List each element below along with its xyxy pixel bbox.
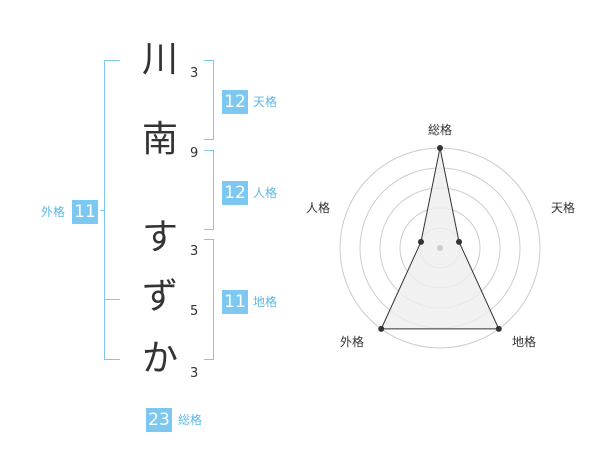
jinkaku-value-badge: 12 [222,181,248,205]
name-char-4: ず [141,276,178,317]
radar-axis-label-tenkaku: 天格 [551,200,575,215]
jinkaku-label: 人格 [253,186,278,200]
name-char-2: 南 [141,119,178,160]
gaikaku-value-badge: 11 [72,200,98,224]
chikaku-label: 地格 [253,295,278,309]
stroke-count-1: 3 [190,66,199,81]
stroke-count-3: 3 [190,244,199,259]
stroke-count-5: 3 [190,366,199,381]
radar-point-2 [495,325,502,332]
soukaku-value-badge: 23 [146,408,172,432]
radar-point-4 [417,238,424,245]
name-char-5: か [141,338,178,379]
radar-polygon [380,147,500,330]
soukaku-label: 総格 [178,413,203,427]
radar-center-dot [437,245,443,251]
radar-point-0 [437,145,443,151]
radar-axis-label-gaikaku: 外格 [340,334,364,349]
gaikaku-label: 外格 [41,205,66,219]
stroke-count-2: 9 [190,146,199,161]
radar-point-1 [456,238,463,245]
radar-axis-label-chikaku: 地格 [512,334,536,349]
name-char-3: す [141,217,178,258]
chikaku-value-badge: 11 [222,290,248,314]
name-char-1: 川 [141,39,178,80]
stroke-count-4: 5 [190,304,199,319]
radar-axis-label-souka: 総格 [428,122,452,137]
radar-axis-label-jinkaku: 人格 [306,200,330,215]
tenkaku-label: 天格 [253,95,278,109]
tenkaku-value-badge: 12 [222,90,248,114]
radar-point-3 [378,325,385,332]
